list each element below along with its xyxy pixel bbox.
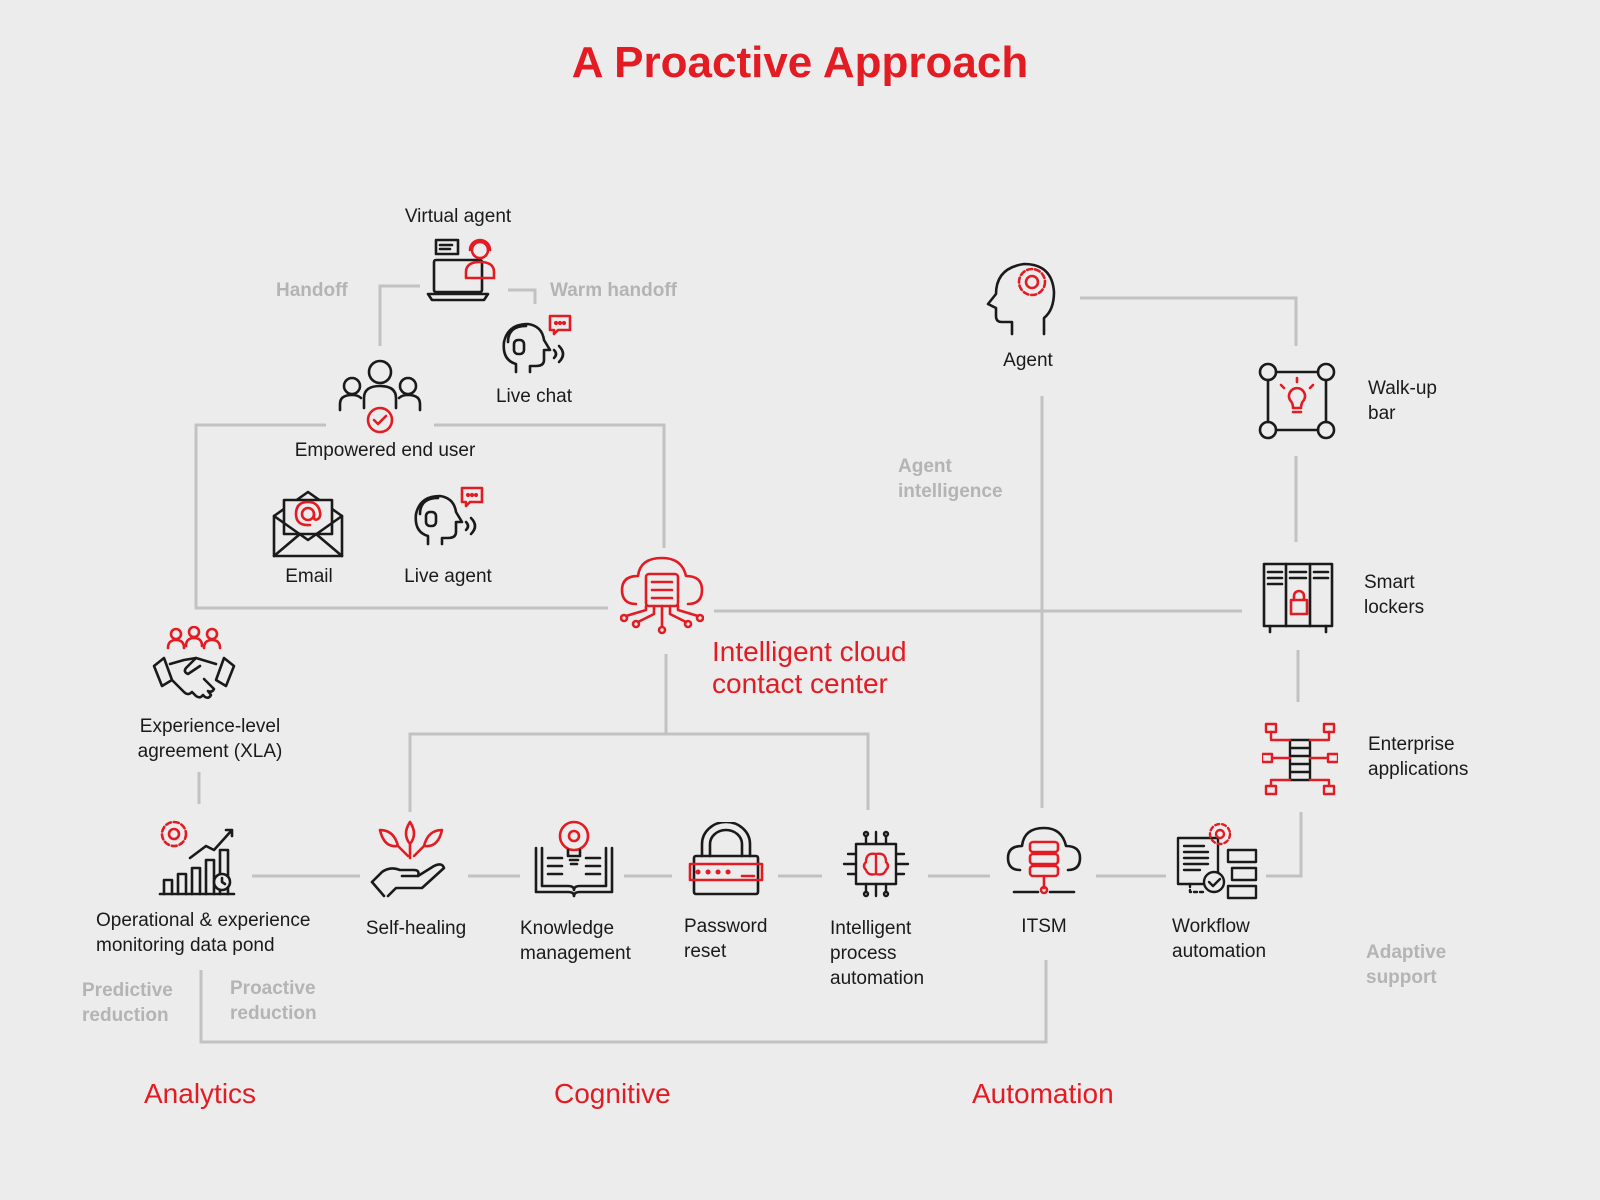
enterprise-applications-label: Enterprise applications (1368, 734, 1469, 780)
empowered-end-user-label: Empowered end user (294, 440, 476, 461)
virtual-agent-label: Virtual agent (404, 206, 512, 227)
agent-label: Agent (1003, 350, 1053, 371)
knowledge-management-label: Knowledge management (520, 918, 631, 964)
chart-gear-icon (156, 816, 240, 896)
email-icon (272, 490, 344, 558)
live-chat-label: Live chat (495, 386, 573, 407)
predictive-reduction-label: Predictive reduction (82, 980, 173, 1026)
cloud-network-icon (620, 556, 704, 638)
password-reset-label: Password reset (684, 916, 768, 962)
agent-intelligence-label: Agent intelligence (898, 456, 1003, 502)
head-gear-icon (986, 258, 1066, 338)
proactive-reduction-label: Proactive reduction (230, 978, 317, 1024)
chip-brain-icon (838, 826, 914, 902)
headset-agent-icon (408, 486, 488, 556)
cloud-server-icon (1006, 826, 1082, 902)
walkup-bar-label: Walk-up bar (1368, 378, 1437, 424)
cognitive-section-label: Cognitive (554, 1078, 671, 1109)
locker-icon (1262, 562, 1334, 634)
chat-headset-icon (496, 314, 576, 384)
live-agent-label: Live agent (404, 566, 492, 587)
intelligent-cloud-contact-center-label: Intelligent cloud contact center (712, 636, 907, 699)
headset-laptop-icon (426, 236, 496, 302)
server-network-icon (1262, 722, 1338, 798)
self-healing-label: Self-healing (365, 918, 467, 939)
data-pond-label: Operational & experience monitoring data… (96, 910, 311, 956)
analytics-section-label: Analytics (144, 1078, 257, 1109)
xla-label: Experience-level agreement (XLA) (137, 716, 283, 762)
handshake-icon (152, 626, 236, 706)
workflow-automation-label: Workflow automation (1172, 916, 1267, 962)
warm-handoff-label: Warm handoff (550, 280, 678, 301)
padlock-password-icon (688, 822, 764, 896)
itsm-label: ITSM (1021, 916, 1067, 937)
hand-plant-icon (370, 820, 454, 900)
document-gear-icon (1176, 820, 1260, 904)
page-title: A Proactive Approach (571, 38, 1029, 87)
user-group-check-icon (338, 356, 422, 436)
book-bulb-icon (534, 818, 614, 898)
adaptive-support-label: Adaptive support (1366, 942, 1447, 988)
ipa-label: Intelligent process automation (830, 918, 925, 989)
smart-lockers-label: Smart lockers (1364, 572, 1425, 618)
automation-section-label: Automation (972, 1078, 1114, 1109)
email-label: Email (285, 566, 333, 587)
network-bulb-icon (1258, 362, 1336, 440)
handoff-label: Handoff (276, 280, 348, 301)
